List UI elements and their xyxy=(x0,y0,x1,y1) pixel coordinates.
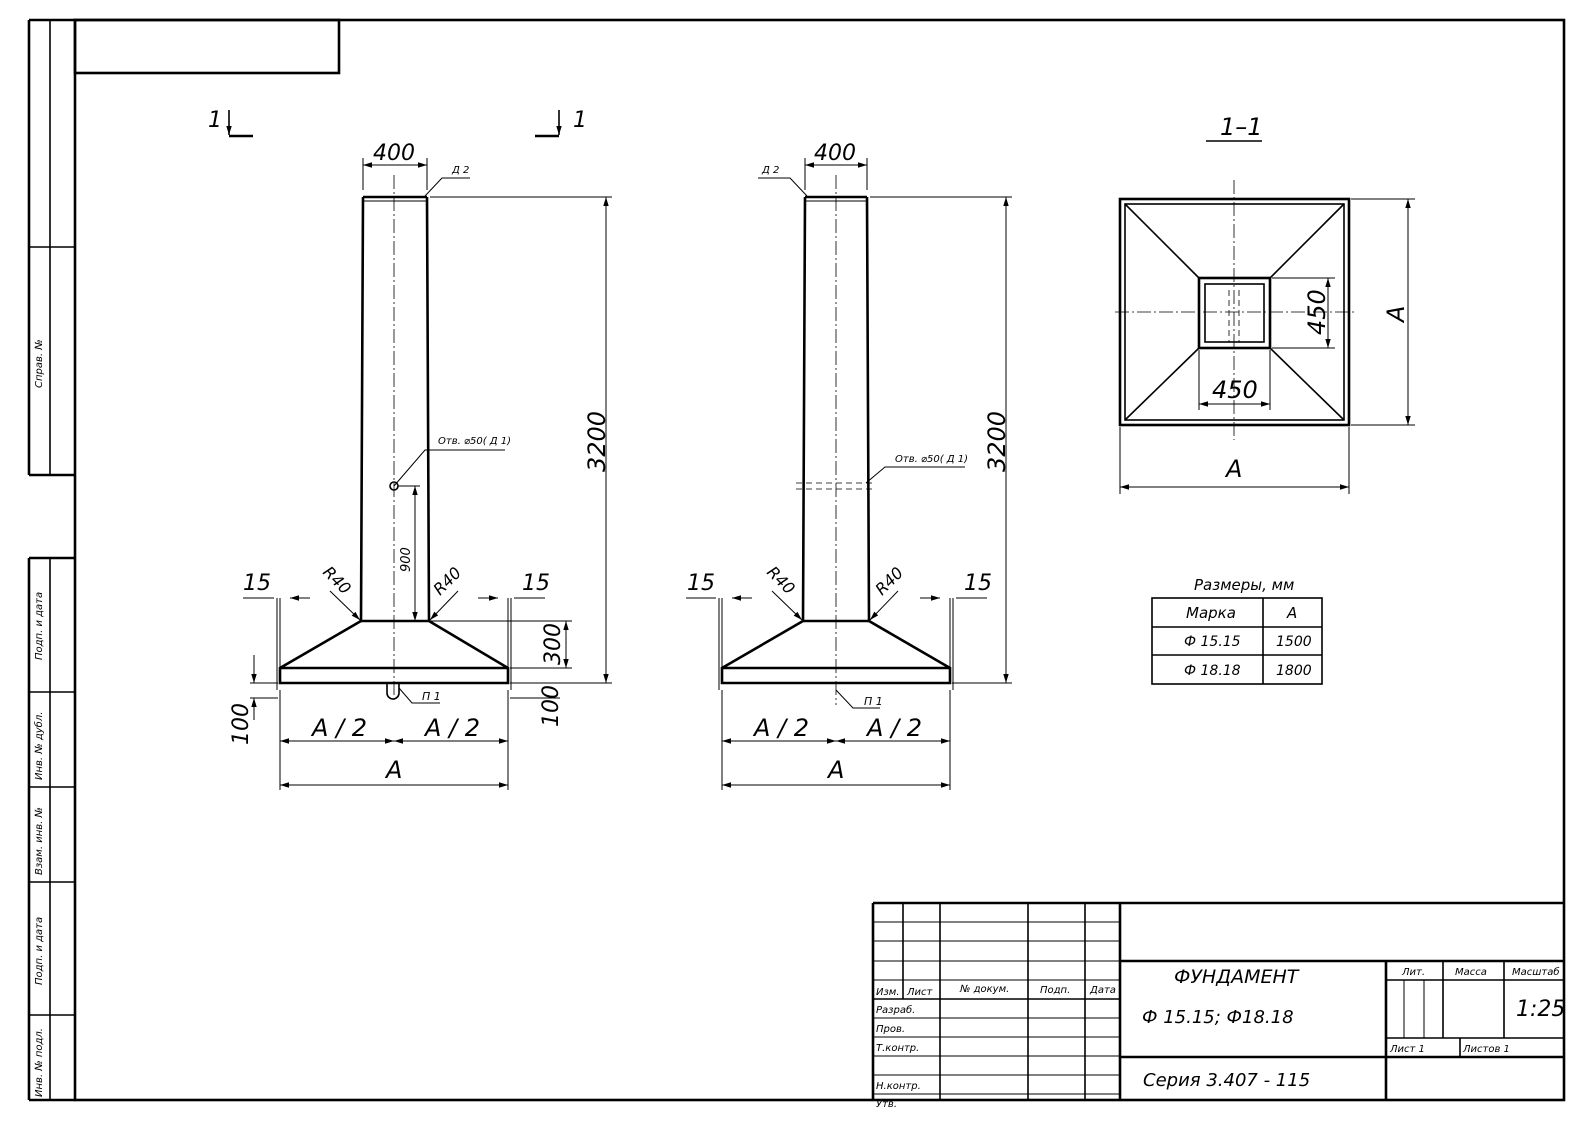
front-offset-right: 15 xyxy=(522,571,550,596)
side-dim-top-width: 400 xyxy=(814,141,856,166)
side-radius-right: R40 xyxy=(871,563,907,599)
tb-title-line2: Ф 15.15; Ф18.18 xyxy=(1142,1007,1294,1028)
tb-role-tech-control: Т.контр. xyxy=(876,1043,919,1054)
sizes-table-caption: Размеры, мм xyxy=(1194,576,1294,594)
plan-dim-inner-vertical: 450 xyxy=(1303,289,1331,335)
top-left-stamp xyxy=(73,18,341,75)
sizes-row-1-value: 1500 xyxy=(1276,634,1312,650)
plan-dim-inner-horizontal: 450 xyxy=(1212,376,1258,404)
plan-dim-outer-horizontal: A xyxy=(1224,455,1242,483)
front-total-width: A xyxy=(384,756,402,784)
tb-header-change: Изм. xyxy=(876,987,900,998)
side-dim-height: 3200 xyxy=(983,411,1011,472)
side-offset-left: 15 xyxy=(687,571,715,596)
tb-role-norm-control: Н.контр. xyxy=(876,1081,921,1092)
front-half-left: A / 2 xyxy=(310,714,367,742)
front-radius-right: R40 xyxy=(429,563,465,599)
side-label-d2: Д 2 xyxy=(761,165,779,176)
tb-lit-label: Лит. xyxy=(1401,967,1425,978)
front-dim-base-height: 300 xyxy=(541,623,566,665)
side-offset-right: 15 xyxy=(964,571,992,596)
tb-header-doc-no: № докум. xyxy=(959,984,1009,995)
front-label-p1: П 1 xyxy=(422,690,441,703)
side-base-outline xyxy=(720,619,952,685)
side-total-width: A xyxy=(826,756,844,784)
front-column-outline xyxy=(359,195,431,623)
strip-label-ref-no: Справ. № xyxy=(34,339,45,388)
title-block: Изм. Лист № докум. Подп. Дата Разраб. Пр… xyxy=(871,901,1565,1110)
section-title: 1–1 xyxy=(1220,113,1263,141)
plan-view: 1–1 450 450 A A xyxy=(1115,113,1415,494)
sizes-row-2-mark: Ф 18.18 xyxy=(1184,663,1241,679)
strip-label-orig-inv: Инв. № подл. xyxy=(34,1028,45,1097)
side-view: 400 Д 2 3200 Отв. ⌀50( Д 1) R40 R40 15 1… xyxy=(686,141,1012,790)
sizes-header-a: A xyxy=(1286,604,1297,622)
sizes-header-mark: Марка xyxy=(1186,604,1236,622)
svg-text:1: 1 xyxy=(573,108,587,133)
strip-label-sign-date-1: Подп. и дата xyxy=(34,592,45,660)
tb-mass-label: Масса xyxy=(1455,967,1487,978)
front-base-outline xyxy=(278,619,510,685)
sizes-table: Размеры, мм Марка A Ф 15.15 1500 Ф 18.18… xyxy=(1151,576,1323,685)
front-radius-left: R40 xyxy=(319,562,355,598)
tb-header-sheet: Лист xyxy=(906,987,934,998)
side-strip-labels: Справ. № Подп. и дата Инв. № дубл. Взам.… xyxy=(33,339,45,1097)
strip-label-replace-inv: Взам. инв. № xyxy=(34,807,45,875)
front-hole-note: Отв. ⌀50( Д 1) xyxy=(438,436,511,447)
section-marker-left: 1 xyxy=(208,108,253,138)
front-label-d2: Д 2 xyxy=(451,165,469,176)
front-dim-height: 3200 xyxy=(583,411,611,472)
tb-role-developer: Разраб. xyxy=(876,1004,915,1016)
front-dim-bottom-left: 100 xyxy=(229,703,254,745)
tb-title-line1: ФУНДАМЕНТ xyxy=(1174,966,1300,988)
tb-role-checker: Пров. xyxy=(876,1024,905,1035)
side-half-right: A / 2 xyxy=(865,714,922,742)
front-dim-bottom-right: 100 xyxy=(539,685,564,727)
front-view: 400 Д 2 3200 Отв. ⌀50( Д 1) 900 R40 R40 … xyxy=(229,141,612,790)
tb-sheets-label: Листов 1 xyxy=(1462,1044,1510,1055)
sheet-frame xyxy=(27,18,1566,1102)
front-dim-hole-height: 900 xyxy=(399,547,414,572)
tb-header-date: Дата xyxy=(1089,985,1116,996)
strip-label-dup-inv: Инв. № дубл. xyxy=(33,712,45,780)
front-offset-left: 15 xyxy=(243,571,271,596)
tb-sheet-label: Лист 1 xyxy=(1389,1044,1425,1055)
tb-scale-value: 1:25 xyxy=(1516,997,1565,1022)
sizes-row-1-mark: Ф 15.15 xyxy=(1184,634,1241,650)
tb-scale-label: Масштаб xyxy=(1512,966,1560,978)
sizes-row-2-value: 1800 xyxy=(1276,663,1312,679)
section-marker-right: 1 xyxy=(535,108,587,138)
tb-series: Серия 3.407 - 115 xyxy=(1143,1070,1310,1091)
front-pipe-p1 xyxy=(386,683,400,700)
front-half-right: A / 2 xyxy=(423,714,480,742)
svg-text:1: 1 xyxy=(208,108,222,133)
side-radius-left: R40 xyxy=(763,562,799,598)
plan-column-outline xyxy=(1197,276,1272,350)
tb-role-approver: Утв. xyxy=(876,1099,897,1110)
tb-header-signature: Подп. xyxy=(1040,985,1070,996)
plan-dim-outer-vertical: A xyxy=(1382,306,1410,324)
side-hole-note: Отв. ⌀50( Д 1) xyxy=(895,454,968,465)
front-dim-top-width: 400 xyxy=(373,141,415,166)
side-half-left: A / 2 xyxy=(752,714,809,742)
strip-label-sign-date-2: Подп. и дата xyxy=(34,917,45,985)
side-label-p1: П 1 xyxy=(864,695,883,708)
